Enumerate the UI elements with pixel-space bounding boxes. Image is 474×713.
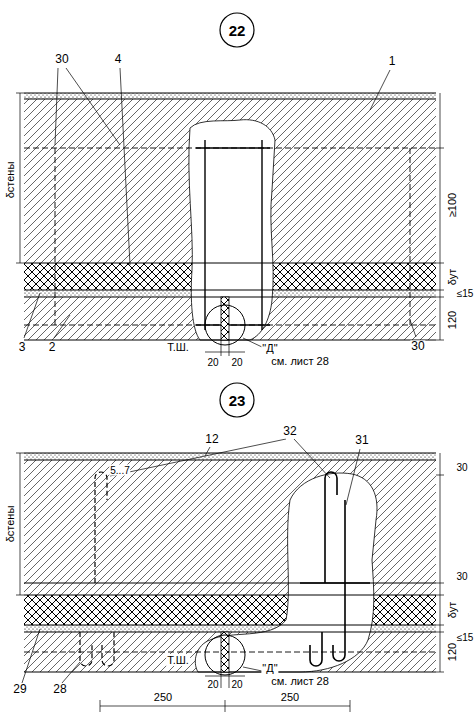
section-number: 23 <box>229 392 246 409</box>
callout-label: 31 <box>354 434 369 447</box>
dimension-text: ≥100 <box>446 192 458 218</box>
dimension-text: δстены <box>4 161 16 200</box>
callout-label: 30 <box>455 462 468 473</box>
section-22 <box>16 68 444 356</box>
callout-label: 30 <box>54 53 69 66</box>
callout-label: 20 <box>230 357 243 368</box>
callout-label: 30 <box>410 340 425 353</box>
section-number-circle: 22 <box>219 12 255 48</box>
callout-label: 2 <box>48 341 57 354</box>
dimension-text: δут <box>446 268 458 287</box>
callout-label: Т.Ш. <box>166 341 190 353</box>
callout-label: 20 <box>206 679 219 690</box>
callout-label: 20 <box>206 357 219 368</box>
section-number: 22 <box>229 22 246 39</box>
dimension-text: 120 <box>446 310 458 330</box>
callout-label: см. лист 28 <box>270 675 330 687</box>
section-number-circle: 23 <box>219 382 255 418</box>
dimension-text: 120 <box>446 642 458 662</box>
callout-label: 20 <box>230 679 243 690</box>
callout-label: ≤15 <box>456 632 474 643</box>
callout-label: 250 <box>153 691 173 703</box>
callout-label: 32 <box>282 425 297 438</box>
callout-label: 28 <box>52 683 67 696</box>
callout-label: 29 <box>12 683 27 696</box>
callout-label: 250 <box>280 691 300 703</box>
callout-label: см. лист 28 <box>270 355 330 367</box>
section-23 <box>16 439 444 712</box>
callout-label: 12 <box>204 433 219 446</box>
callout-label: 4 <box>114 53 123 66</box>
dimension-text: δут <box>446 601 458 620</box>
callout-label: 3 <box>18 341 27 354</box>
callout-label: 1 <box>388 55 397 68</box>
callout-label: "Д" <box>261 342 278 354</box>
dimension-text: δстены <box>4 505 16 544</box>
callout-label: ≤15 <box>456 288 474 299</box>
callout-label: 5...7 <box>109 465 130 476</box>
callout-label: Т.Ш. <box>166 654 190 666</box>
callout-label: 30 <box>455 571 468 582</box>
callout-label: "Д" <box>261 662 278 674</box>
